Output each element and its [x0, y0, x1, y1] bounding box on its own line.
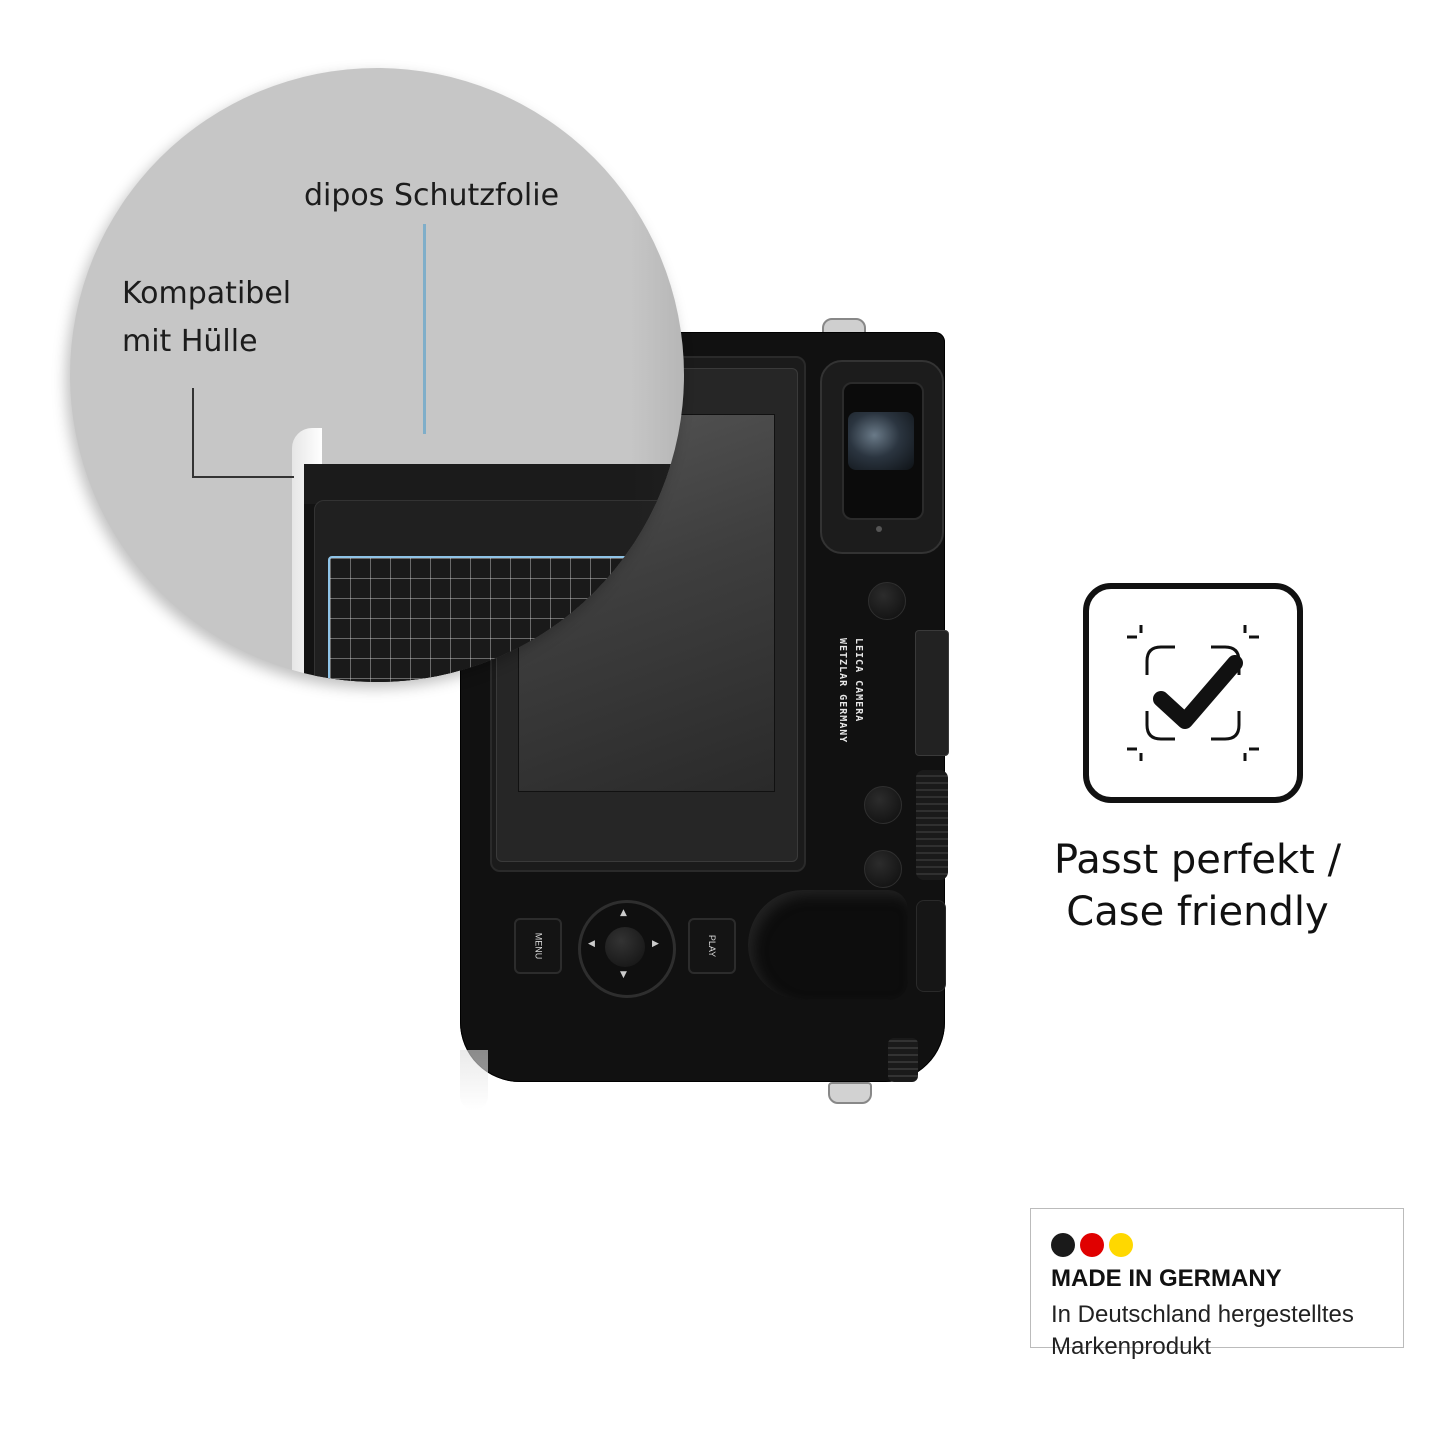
flag-dot-black-icon: [1051, 1233, 1075, 1257]
dpad-left-arrow-icon: ◀: [588, 939, 595, 949]
made-in-germany-title: MADE IN GERMANY: [1051, 1265, 1282, 1292]
label-case-line-1: Kompatibel: [122, 276, 292, 311]
dpad-up-arrow-icon: ▲: [620, 908, 627, 918]
flag-dot-gold-icon: [1109, 1233, 1133, 1257]
thumb-grip: [748, 890, 908, 1000]
menu-key: MENU: [514, 918, 562, 974]
badge-caption: Passt perfekt / Case friendly: [1000, 834, 1395, 938]
zoom-camera-ridge: [304, 464, 684, 504]
port-cover: [915, 630, 949, 756]
made-in-germany-subtitle: In Deutschland hergestelltes Markenprodu…: [1051, 1299, 1354, 1363]
dpad-right-arrow-icon: ▶: [652, 939, 659, 949]
dpad-down-arrow-icon: ▼: [620, 970, 627, 980]
zoom-detail-circle: [70, 68, 684, 682]
control-dial: [916, 770, 948, 880]
flag-dot-red-icon: [1080, 1233, 1104, 1257]
play-key: PLAY: [688, 918, 736, 974]
pointer-line-case-vertical: [192, 388, 194, 478]
label-case-line-2: mit Hülle: [122, 324, 258, 359]
made-in-germany-sub-line-1: In Deutschland hergestelltes: [1051, 1301, 1354, 1328]
made-in-germany-sub-line-2: Markenprodukt: [1051, 1333, 1212, 1360]
brand-line-1: LEICA CAMERA: [853, 638, 864, 723]
zoom-protector-grid: [328, 556, 684, 682]
dpad-center-button: [605, 927, 645, 967]
pointer-line-film: [423, 224, 426, 434]
viewfinder-lens: [848, 412, 914, 470]
strap-lug-bottom: [828, 1082, 872, 1104]
made-in-germany-box: MADE IN GERMANY In Deutschland hergestel…: [1030, 1208, 1404, 1360]
label-protector-film: dipos Schutzfolie: [304, 178, 560, 213]
brand-line-2: WETZLAR GERMANY: [837, 638, 848, 744]
side-button-1: [864, 786, 902, 824]
badge-caption-line-1: Passt perfekt /: [1053, 837, 1342, 883]
case-friendly-badge: [1083, 583, 1303, 803]
brand-engraving: LEICA CAMERA WETZLAR GERMANY: [826, 638, 866, 798]
pointer-line-case-horizontal: [192, 476, 294, 478]
play-key-label: PLAY: [706, 934, 717, 958]
zoom-shade: [630, 68, 684, 682]
shutter-dial: [888, 1038, 918, 1082]
side-button-2: [864, 850, 902, 888]
thumb-button-top: [868, 582, 906, 620]
secondary-dial: [916, 900, 946, 992]
menu-key-label: MENU: [533, 932, 543, 960]
badge-caption-line-2: Case friendly: [1066, 889, 1329, 935]
focus-check-icon: [1127, 625, 1259, 761]
eye-sensor: [876, 526, 882, 532]
